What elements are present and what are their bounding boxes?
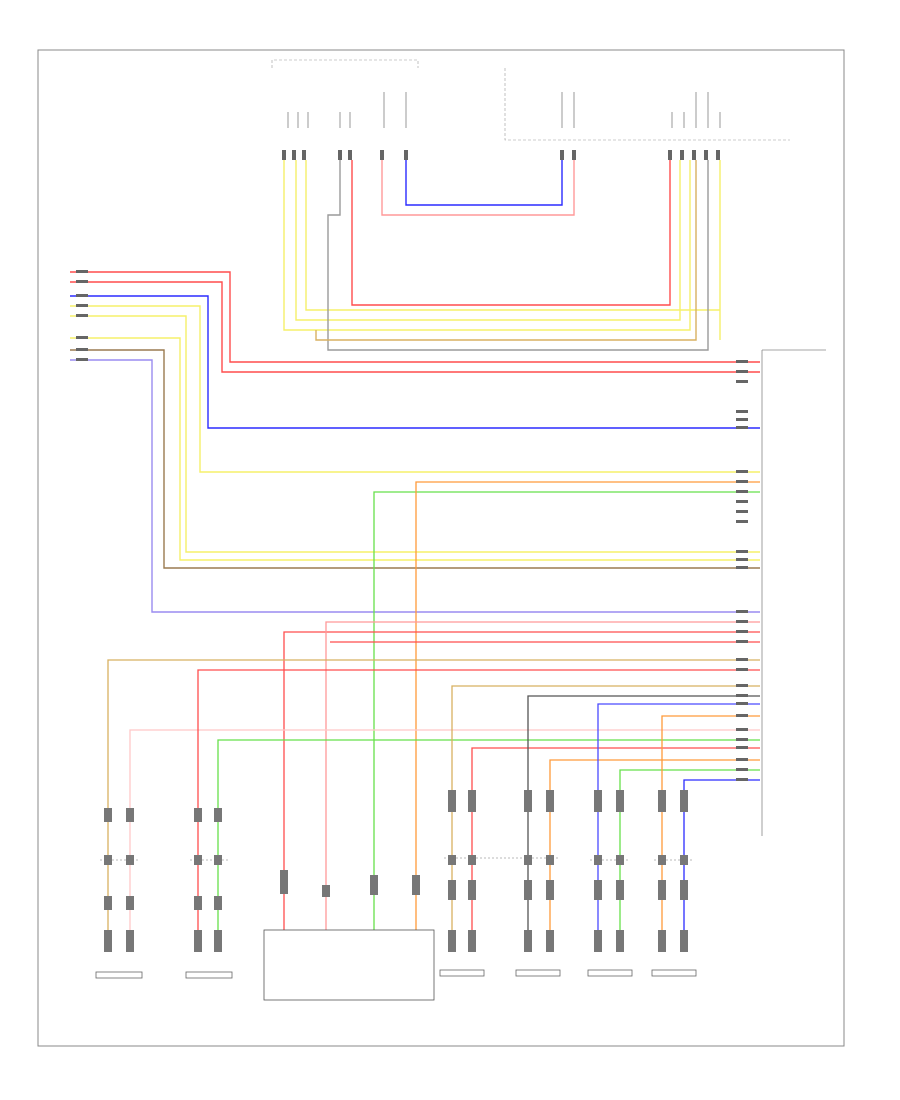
wire-gray-lf	[527, 695, 760, 930]
wire-orange-center	[415, 481, 760, 930]
wire-tan-rr	[107, 659, 760, 930]
wire-yellow-left-1	[70, 305, 760, 473]
speaker-connectors	[104, 790, 688, 952]
wire-green-lr	[217, 739, 760, 930]
top-connector-pins	[282, 150, 720, 160]
top-connector-group	[271, 59, 790, 141]
subwoofer-box	[263, 929, 435, 1001]
wire-violet-left	[70, 359, 760, 613]
wire-yellow-left-3	[70, 337, 760, 561]
wire-red-center-1	[283, 631, 760, 930]
wire-green-pd	[619, 769, 760, 930]
wire-red-left-1	[70, 271, 760, 363]
wire-yellow-1	[283, 160, 691, 331]
wire-yellow-2	[295, 160, 681, 321]
center-wires	[283, 481, 760, 930]
wire-brown-left	[70, 349, 760, 569]
speaker-symbols	[95, 969, 697, 979]
wire-yellow-left-2	[70, 315, 760, 553]
wire-gray-top	[327, 160, 709, 351]
top-pin-stubs	[287, 92, 721, 128]
left-harness-wires	[70, 271, 760, 613]
wire-tan-top	[315, 160, 697, 341]
wire-blue-pd	[597, 703, 760, 930]
module-connector	[736, 349, 826, 836]
wire-red-top	[351, 160, 671, 306]
wire-blue-dd	[683, 779, 760, 930]
wire-tan-rf	[451, 685, 760, 930]
wire-red-lr	[197, 669, 760, 930]
wire-blue-left	[70, 295, 760, 429]
diagram-border	[37, 49, 845, 1047]
left-pin-stubs	[76, 270, 88, 361]
wire-blue-top	[405, 160, 563, 206]
wire-orange-lf	[549, 759, 760, 930]
top-harness-wires	[283, 160, 721, 351]
wire-green-center	[373, 491, 760, 930]
wire-pink-top	[381, 160, 575, 216]
wire-red-rf	[471, 747, 760, 930]
splice-dashes	[100, 857, 694, 861]
wire-red-left-2	[70, 281, 760, 373]
wire-pink-center	[325, 621, 760, 930]
wire-yellow-3	[305, 160, 721, 340]
